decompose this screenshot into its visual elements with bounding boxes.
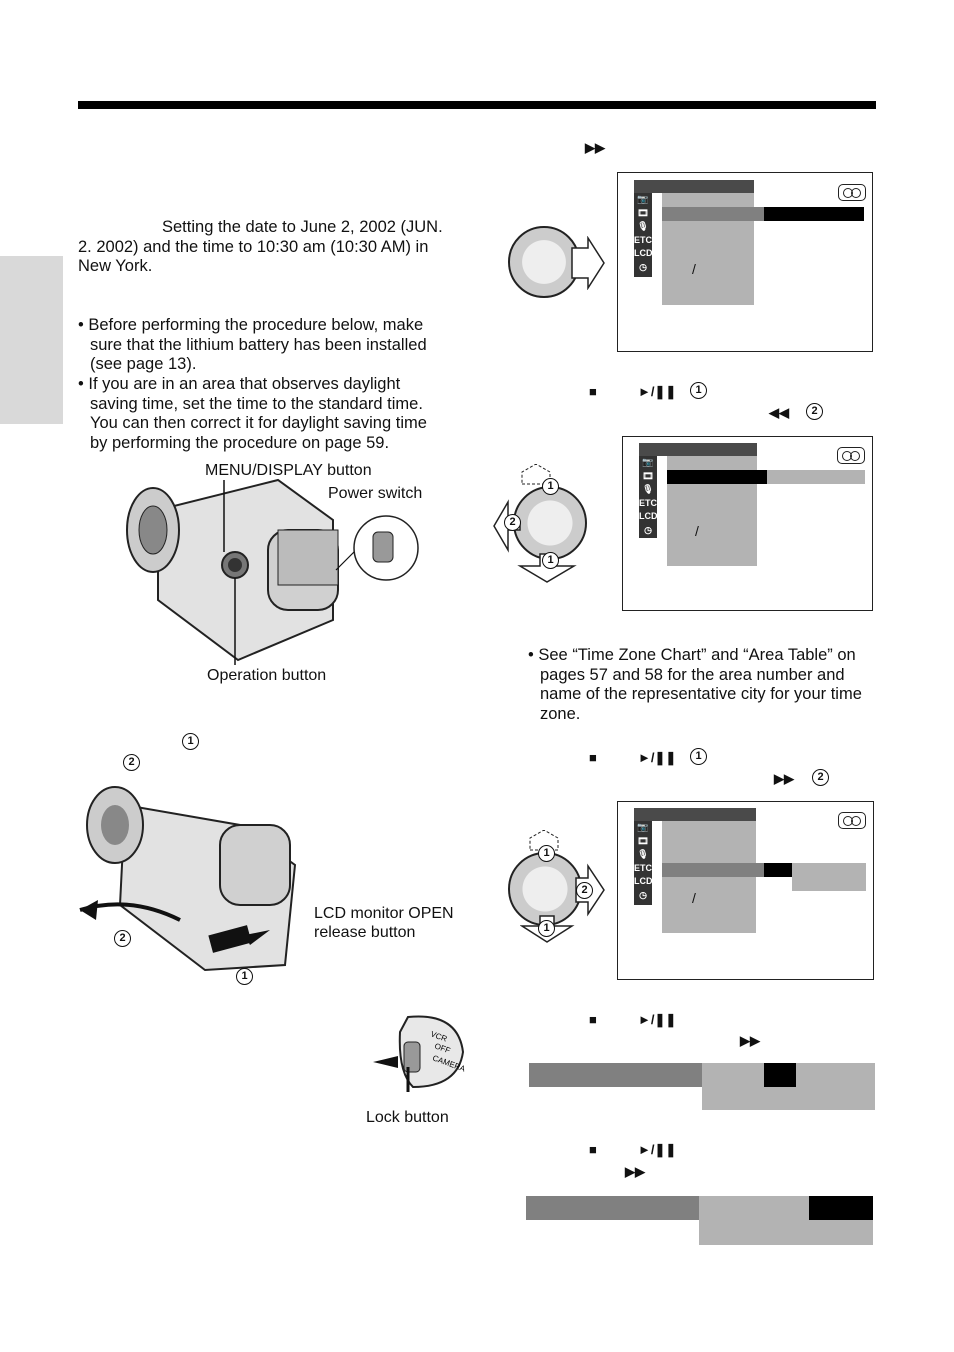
- stop-symbol-4: ■: [589, 1142, 597, 1157]
- timezone-note: • See “Time Zone Chart” and “Area Table”…: [528, 646, 862, 723]
- step2-num-1: 1: [690, 382, 707, 399]
- dial3-num-1a: 1: [538, 845, 555, 862]
- bullet-1: • Before performing the procedure below,…: [78, 316, 427, 373]
- lcd-step-2: 2: [114, 930, 131, 947]
- step2-num-2: 2: [806, 403, 823, 420]
- tape-icon-2: [837, 447, 865, 464]
- play-pause-2: ►/❚❚: [638, 750, 677, 765]
- right-arrow-1: [571, 236, 605, 290]
- slash-1: /: [692, 261, 696, 277]
- stop-symbol-1: ■: [589, 384, 597, 399]
- lcd-release-label: LCD monitor OPEN release button: [314, 905, 454, 941]
- tape-icon-3: [838, 812, 866, 829]
- camcorder-lcd-illustration: [79, 786, 297, 972]
- play-pause-1: ►/❚❚: [638, 384, 677, 399]
- slash-3: /: [692, 890, 696, 906]
- lcd-step-1: 1: [236, 968, 253, 985]
- dial-3-arrows: [520, 830, 605, 943]
- ff-symbol-4: ▶▶: [625, 1164, 645, 1179]
- date-cursor: [764, 1063, 796, 1087]
- play-pause-3: ►/❚❚: [638, 1012, 677, 1027]
- time-bar-label: [526, 1196, 699, 1220]
- tape-icon: [838, 184, 866, 201]
- slash-2: /: [695, 523, 699, 539]
- step-num-2: 2: [123, 754, 140, 771]
- dial2-num-1b: 1: [542, 552, 559, 569]
- ff-symbol-3: ▶▶: [740, 1033, 760, 1048]
- menu-display-label: MENU/DISPLAY button: [205, 462, 372, 479]
- highlighted-row: [662, 207, 764, 221]
- operation-button-label: Operation button: [207, 667, 327, 684]
- dial3-num-1b: 1: [538, 920, 555, 937]
- power-switch-label: Power switch: [328, 485, 423, 502]
- date-bar-label: [529, 1063, 702, 1087]
- example-text: Setting the date to June 2, 2002 (JUN. 2…: [78, 218, 443, 275]
- play-pause-4: ►/❚❚: [638, 1142, 677, 1157]
- camcorder-illustration: [126, 478, 419, 665]
- bullet-2: • If you are in an area that observes da…: [78, 375, 427, 452]
- lock-button-label: Lock button: [366, 1109, 449, 1126]
- step3-num-2: 2: [812, 769, 829, 786]
- dial2-num-1a: 1: [542, 478, 559, 495]
- header-rule: [78, 101, 876, 109]
- dial3-num-2: 2: [576, 882, 593, 899]
- power-switch-illustration: VCR OFF CAMERA: [373, 1015, 467, 1092]
- ff-symbol: ▶▶: [585, 140, 605, 155]
- stop-symbol-2: ■: [589, 750, 597, 765]
- step-num-1: 1: [182, 733, 199, 750]
- time-cursor: [809, 1196, 873, 1220]
- step3-num-1: 1: [690, 748, 707, 765]
- ff-symbol-2: ▶▶: [774, 771, 794, 786]
- selected-value: [764, 207, 864, 221]
- dial2-num-2: 2: [504, 514, 521, 531]
- stop-symbol-3: ■: [589, 1012, 597, 1027]
- side-tab: [0, 256, 63, 424]
- rew-symbol: ◀◀: [769, 405, 789, 420]
